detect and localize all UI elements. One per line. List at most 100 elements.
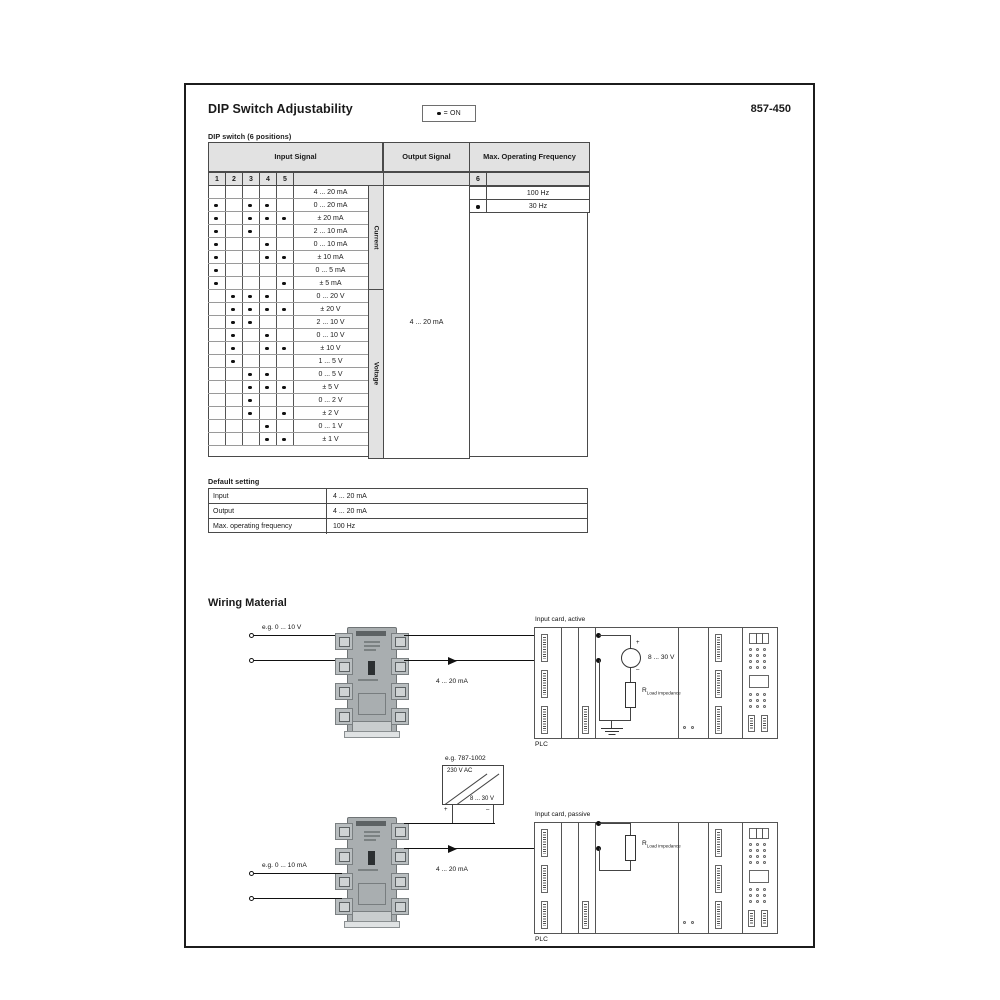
plc-cpu-window [749, 633, 769, 644]
input-wire-top [254, 873, 342, 875]
header-input-signal: Input Signal [208, 142, 383, 172]
plc-cpu-window-split2 [762, 828, 763, 839]
switch-cell-3 [242, 303, 260, 316]
dot-icon [282, 255, 286, 260]
signal-label: 0 ... 10 mA [293, 238, 369, 251]
switch-cell-3 [242, 368, 260, 381]
plc-divider-6 [742, 627, 743, 739]
dip-table-caption: DIP switch (6 positions) [208, 132, 292, 141]
switch-cell-4 [259, 420, 277, 433]
plc-enclosure [534, 627, 778, 739]
switch-number-3: 3 [242, 172, 260, 186]
switch-cell-3 [242, 186, 260, 199]
module-logo [356, 821, 386, 826]
circuit-wire-top [599, 635, 631, 637]
plc-divider-5 [708, 627, 709, 739]
dot-icon [231, 359, 235, 364]
resistor-symbol-r: R [642, 687, 647, 694]
switch-cell-2 [225, 381, 243, 394]
switch-cell-1 [208, 355, 226, 368]
plc-connector-2 [541, 670, 548, 698]
dot-icon [214, 268, 218, 273]
default-key-frequency: Max. operating frequency [209, 519, 327, 534]
plc-connector-6 [715, 865, 722, 893]
dot-icon [248, 307, 252, 312]
module-clamp-r2 [391, 848, 409, 865]
switch-cell-1 [208, 394, 226, 407]
resistor-symbol-r: R [642, 840, 647, 847]
dot-icon [437, 111, 441, 116]
plc-cpu-window-split [756, 633, 757, 644]
switch-cell-5 [276, 394, 294, 407]
switch-cell-4 [259, 394, 277, 407]
switch-cell-1 [208, 329, 226, 342]
dot-icon [248, 320, 252, 325]
switch-cell-2 [225, 316, 243, 329]
input-wire-bottom [254, 898, 342, 900]
signal-label: 2 ... 10 mA [293, 225, 369, 238]
switch-cell-2 [225, 225, 243, 238]
signal-label: 2 ... 10 V [293, 316, 369, 329]
plc-connector-4 [582, 901, 589, 929]
on-legend: = ON [422, 105, 476, 122]
switch-cell-1 [208, 290, 226, 303]
output-wire-top [404, 635, 567, 637]
module-clamp-r4 [391, 708, 409, 725]
dot-icon [231, 346, 235, 351]
module-dip-switch [368, 661, 375, 675]
circuit-wire-resistor-top [630, 823, 632, 835]
circuit-node-bottom [596, 658, 601, 663]
dot-icon [214, 255, 218, 260]
plc-divider-6 [742, 822, 743, 934]
dot-icon [248, 216, 252, 221]
diagram1-card-label: Input card, active [535, 616, 586, 623]
dot-icon [282, 216, 286, 221]
switch-cell-2 [225, 407, 243, 420]
dot-icon [231, 333, 235, 338]
plc-connector-5 [715, 829, 722, 857]
switch-number-6: 6 [469, 172, 487, 186]
switch-cell-5 [276, 225, 294, 238]
circuit-wire-source-bottom [630, 668, 632, 682]
switch-cell-1 [208, 199, 226, 212]
plc-connector-9 [761, 910, 768, 927]
module-print-2 [364, 835, 380, 837]
power-supply-symbol: 230 V AC 8 ... 30 V [442, 765, 504, 805]
signal-label: ± 20 V [293, 303, 369, 316]
dot-icon [214, 203, 218, 208]
signal-direction-arrow [448, 845, 457, 853]
module-print-4 [358, 869, 378, 871]
switch-cell-3 [242, 225, 260, 238]
circuit-wire-ground-stem [611, 720, 613, 728]
switch-cell-5 [276, 303, 294, 316]
switch-cell-3 [242, 342, 260, 355]
plc-connector-3 [541, 706, 548, 734]
freq-switch-cell-100hz [469, 186, 487, 200]
resistor-subscript: Load impedance [646, 843, 681, 849]
freq-value-100hz: 100 Hz [486, 186, 590, 200]
switch-cell-2 [225, 420, 243, 433]
input-terminal-top [249, 871, 254, 876]
switch-cell-1 [208, 433, 226, 446]
dot-icon [282, 411, 286, 416]
plc-connector-6 [715, 670, 722, 698]
switch-cell-3 [242, 212, 260, 225]
switch-cell-5 [276, 433, 294, 446]
default-value-frequency: 100 Hz [333, 523, 356, 530]
circuit-wire-resistor-bottom [630, 861, 632, 871]
plc-connector-7 [715, 901, 722, 929]
switch-cell-5 [276, 277, 294, 290]
plc-connector-5 [715, 634, 722, 662]
dot-icon [282, 385, 286, 390]
circuit-wire-source-top [630, 635, 632, 649]
signal-label: 0 ... 1 V [293, 420, 369, 433]
switch-cell-1 [208, 251, 226, 264]
circuit-wire-left-rail [599, 660, 601, 721]
switch-cell-4 [259, 303, 277, 316]
plc-divider-1 [561, 627, 562, 739]
switch-number-2: 2 [225, 172, 243, 186]
switch-number-1: 1 [208, 172, 226, 186]
din-rail [344, 921, 400, 928]
module-clamp-l1 [335, 633, 353, 650]
switch-cell-5 [276, 381, 294, 394]
